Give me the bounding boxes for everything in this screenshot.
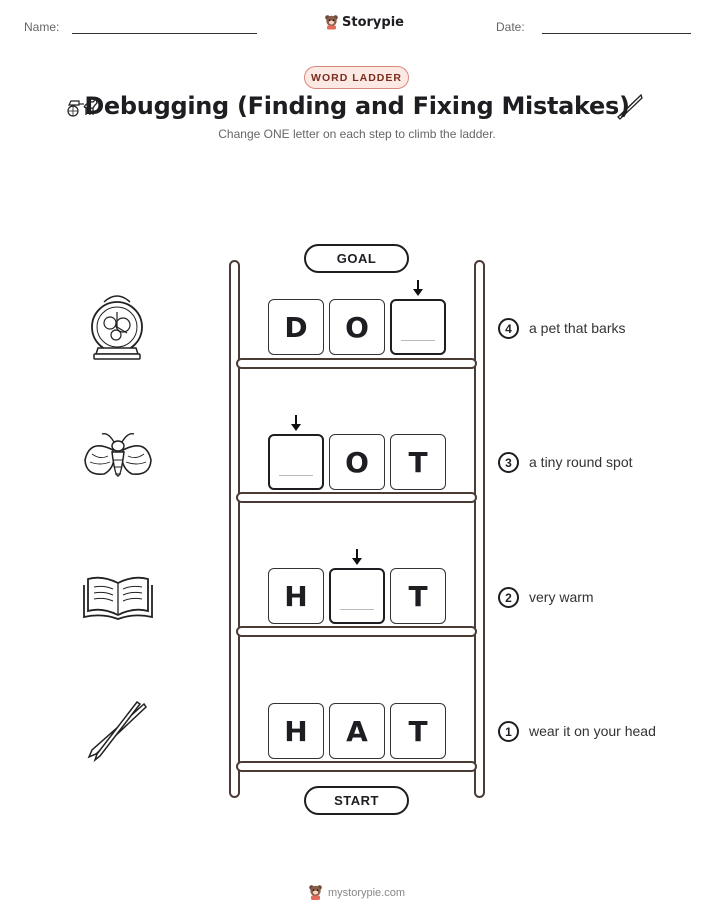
name-label: Name: [24,20,60,34]
tweezers-decor-icon [617,93,643,120]
bear-mascot-icon [309,885,322,900]
letter-blank-input[interactable] [390,299,446,355]
tweezers-icon [87,700,147,762]
clue-text: wear it on your head [529,723,656,739]
word-ladder-badge: WORD LADDER [304,66,409,89]
brand-name: Storypie [342,14,404,30]
ladder-rung [236,761,477,772]
letter-tile: H [268,703,324,759]
step-number: 2 [498,587,519,608]
clock-icon [91,295,143,360]
footer: mystorypie.com [308,884,405,901]
ladder-rail-left [229,260,240,798]
letter-tile: O [329,299,385,355]
step-number: 4 [498,318,519,339]
letter-blank-input[interactable] [329,568,385,624]
letter-tile: A [329,703,385,759]
letter-tile: D [268,299,324,355]
moth-icon [84,432,152,477]
letter-tile: T [390,703,446,759]
down-arrow-icon [413,280,423,296]
start-label: START [304,786,409,815]
letter-tile: O [329,434,385,490]
ladder-rail-right [474,260,485,798]
date-label: Date: [496,20,525,34]
letter-tile: T [390,434,446,490]
page-title: Debugging (Finding and Fixing Mistakes) [84,92,630,120]
bear-mascot-icon [325,15,338,30]
open-book-icon [83,576,153,620]
brand-logo: Storypie [324,14,404,30]
down-arrow-icon [352,549,362,565]
letter-tile: T [390,568,446,624]
clue-text: a tiny round spot [529,454,633,470]
ladder-rung [236,626,477,637]
step-number: 1 [498,721,519,742]
instructions: Change ONE letter on each step to climb … [218,127,496,141]
letter-tile: H [268,568,324,624]
name-field[interactable] [72,33,257,34]
ladder-rung [236,358,477,369]
goal-label: GOAL [304,244,409,273]
horse-carriage-icon [67,97,98,117]
down-arrow-icon [291,415,301,431]
letter-blank-input[interactable] [268,434,324,490]
clue-text: a pet that barks [529,320,626,336]
step-number: 3 [498,452,519,473]
date-field[interactable] [542,33,691,34]
footer-url[interactable]: mystorypie.com [328,886,406,899]
clue-text: very warm [529,589,594,605]
ladder-rung [236,492,477,503]
